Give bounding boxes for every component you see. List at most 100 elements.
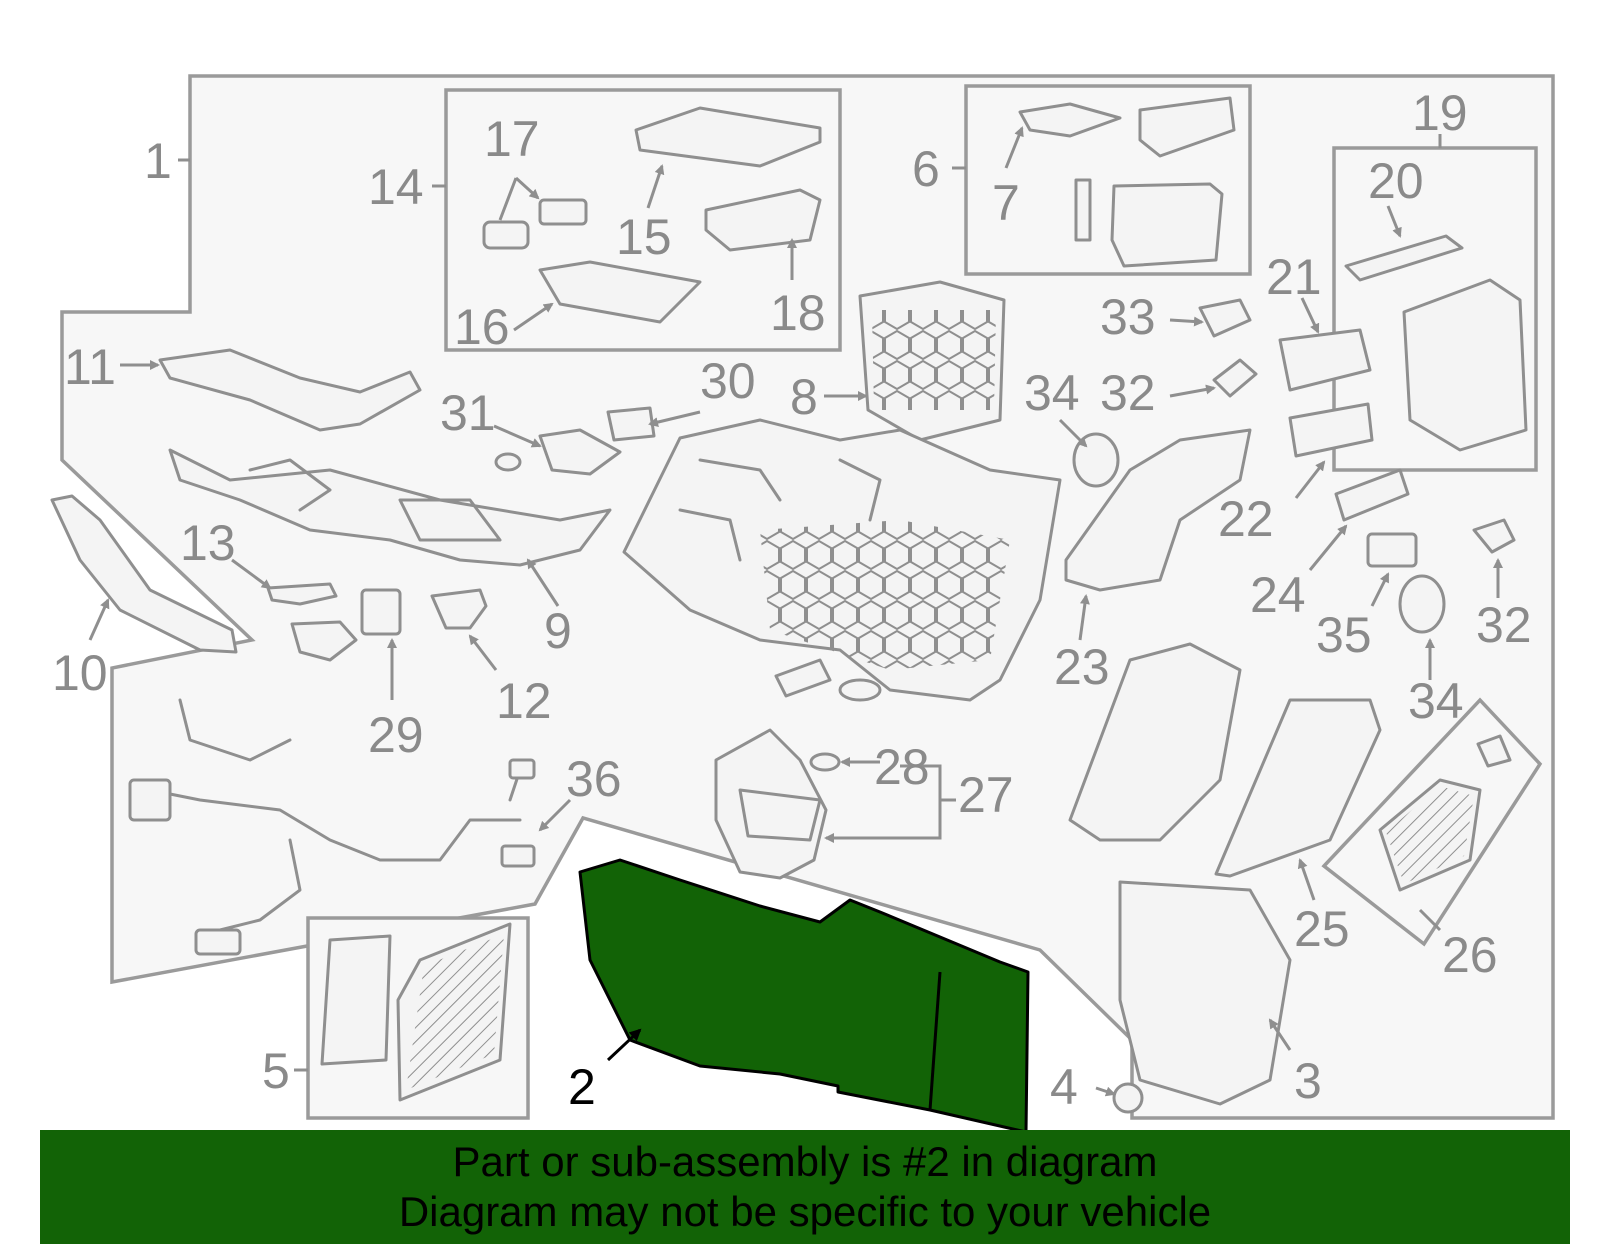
harness-connector-b (194, 928, 242, 956)
callout-25: 25 (1294, 901, 1350, 957)
part-28-plug (809, 752, 841, 772)
part-24-panel (1334, 468, 1410, 522)
leader-16 (513, 302, 554, 332)
callout-7: 7 (992, 175, 1020, 231)
part-12-cup (430, 588, 488, 630)
main-console-detail (678, 458, 882, 562)
harness-connector-c (500, 844, 536, 868)
leader-22 (1294, 460, 1326, 499)
leader-27 (826, 764, 956, 838)
leader-23 (1078, 594, 1090, 641)
part-5-label (320, 934, 392, 1066)
part-9-inner (248, 458, 502, 542)
leader-35 (1370, 572, 1390, 607)
leader-31 (493, 424, 542, 448)
part-8-texture (872, 310, 996, 410)
callout-6: 6 (912, 141, 940, 197)
callout-26: 26 (1442, 927, 1498, 983)
part-36-harness (148, 698, 522, 932)
callout-24: 24 (1250, 567, 1306, 623)
part-5-grille-hatch (406, 934, 504, 1090)
part-13 (266, 582, 338, 606)
part-6-bracket (1138, 96, 1236, 158)
leader-7 (1004, 126, 1024, 169)
part-19-bezel (1402, 278, 1528, 452)
callout-1: 1 (144, 133, 172, 189)
leader-15 (646, 164, 665, 209)
leader-36 (538, 798, 572, 832)
callout-2: 2 (568, 1059, 596, 1115)
part-30 (606, 406, 656, 442)
leader-10 (88, 598, 110, 641)
part-32-upper (1212, 358, 1258, 398)
part-23-duct (1064, 428, 1252, 592)
callout-32-second: 32 (1476, 597, 1532, 653)
callout-5: 5 (262, 1043, 290, 1099)
callout-19: 19 (1412, 85, 1468, 141)
callout-4: 4 (1050, 1059, 1078, 1115)
leader-26 (1418, 908, 1442, 932)
callout-16: 16 (454, 299, 510, 355)
callout-18: 18 (770, 285, 826, 341)
part-15-lid (634, 106, 822, 168)
part-11-trim-plate (158, 348, 422, 432)
callout-21: 21 (1266, 249, 1322, 305)
callout-22: 22 (1218, 491, 1274, 547)
part-17a (482, 220, 530, 250)
part-10-side-molding (50, 494, 238, 654)
callout-34-second: 34 (1408, 673, 1464, 729)
main-console-honeycomb (760, 520, 1010, 670)
leader-30 (648, 410, 701, 427)
leader-3 (1268, 1018, 1292, 1051)
part-6-bin (1110, 182, 1224, 268)
callout-36: 36 (566, 751, 622, 807)
part-31-pad (538, 428, 622, 476)
callout-12: 12 (496, 673, 552, 729)
leader-12 (468, 634, 498, 671)
leader-17 (498, 176, 538, 221)
part-32-lower (1472, 518, 1516, 554)
part-4-plug (1112, 1082, 1144, 1114)
callout-13: 13 (180, 515, 236, 571)
part-18-tray (704, 188, 822, 252)
callout-31: 31 (440, 385, 496, 441)
part-2-panel-seam (928, 971, 942, 1111)
callout-14: 14 (368, 159, 424, 215)
part-31-plug (494, 452, 522, 472)
part-9-console-frame (168, 448, 612, 567)
leader-13 (231, 558, 272, 590)
part-bracket (774, 658, 832, 698)
part-17b (538, 198, 588, 226)
part-26-latch (1476, 734, 1512, 768)
leader-24 (1308, 524, 1348, 571)
leader-25 (1297, 858, 1316, 901)
leader-4 (1095, 1086, 1116, 1097)
part-27-bin (714, 728, 828, 880)
info-banner: Part or sub-assembly is #2 in diagram Di… (40, 1130, 1570, 1244)
callout-32: 32 (1100, 365, 1156, 421)
harness-connector-d (508, 758, 536, 780)
leader-33 (1169, 316, 1204, 327)
leader-20 (1386, 205, 1402, 238)
callout-35: 35 (1316, 607, 1372, 663)
part-33 (1198, 298, 1252, 338)
callout-29: 29 (368, 707, 424, 763)
callout-15: 15 (616, 209, 672, 265)
callout-23: 23 (1054, 639, 1110, 695)
part-29-switch (360, 588, 402, 636)
banner-line-2: Diagram may not be specific to your vehi… (398, 1188, 1212, 1235)
callout-17: 17 (484, 111, 540, 167)
callout-3: 3 (1294, 1053, 1322, 1109)
leader-32a (1169, 384, 1216, 398)
part-26-side-bracket (1068, 642, 1242, 842)
callout-8: 8 (790, 369, 818, 425)
leader-9 (526, 558, 560, 607)
leader-21 (1300, 297, 1320, 334)
part-16-tray (538, 260, 702, 324)
part-34-ring-lower (1398, 574, 1446, 634)
callout-11: 11 (64, 339, 116, 395)
part-27-tray (738, 788, 822, 842)
part-25-trim (1214, 698, 1382, 878)
banner-line-1: Part or sub-assembly is #2 in diagram (452, 1138, 1158, 1185)
